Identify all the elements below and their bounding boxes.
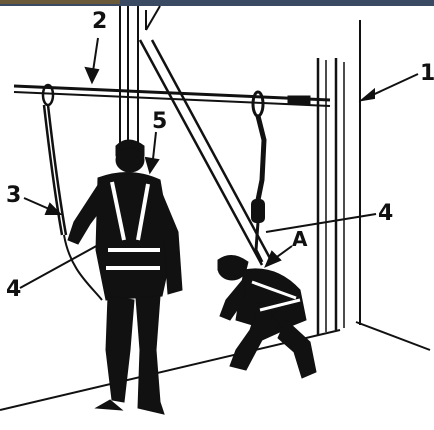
callout-4-left: 4 (6, 277, 21, 302)
right-lanyard (252, 92, 264, 262)
callout-2: 2 (92, 9, 107, 34)
horizontal-anchor-line (14, 86, 330, 106)
callout-1: 1 (420, 61, 434, 86)
callout-5: 5 (152, 109, 167, 134)
callout-A: A (292, 227, 308, 251)
callout-4-right: 4 (378, 201, 393, 226)
kneeling-worker (218, 255, 316, 378)
standing-worker (68, 140, 182, 414)
callout-3: 3 (6, 183, 21, 208)
top-strip-accent (0, 0, 120, 4)
